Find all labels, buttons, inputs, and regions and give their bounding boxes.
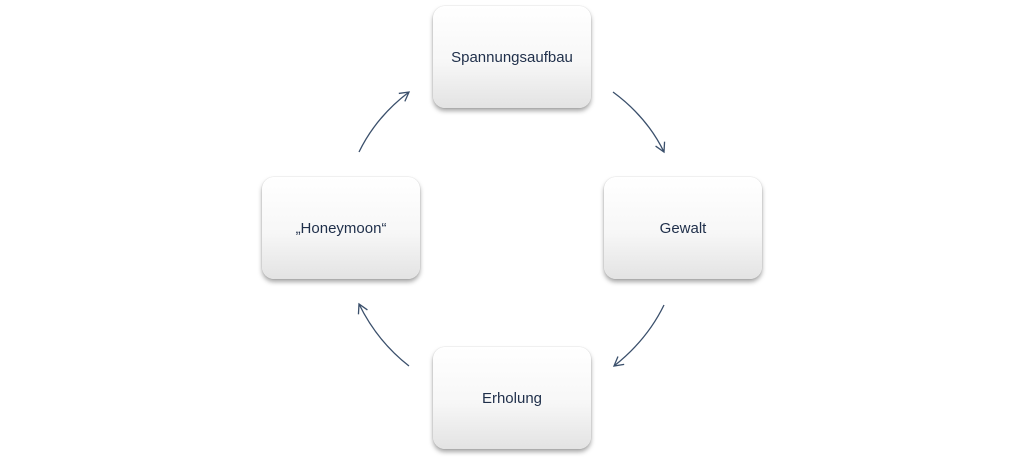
node-label: Erholung — [481, 389, 543, 407]
node-erholung: Erholung — [433, 347, 591, 449]
arrow-bottom-to-left — [357, 302, 410, 367]
arrow-left-to-top — [358, 91, 411, 153]
arrow-top-to-right — [612, 91, 666, 154]
node-spannungsaufbau: Spannungsaufbau — [433, 6, 591, 108]
node-label: Spannungsaufbau — [451, 48, 573, 66]
node-label: Gewalt — [659, 219, 707, 237]
node-gewalt: Gewalt — [604, 177, 762, 279]
node-honeymoon: „Honeymoon“ — [262, 177, 420, 279]
node-label: „Honeymoon“ — [295, 219, 387, 237]
arrow-right-to-bottom — [612, 304, 665, 367]
